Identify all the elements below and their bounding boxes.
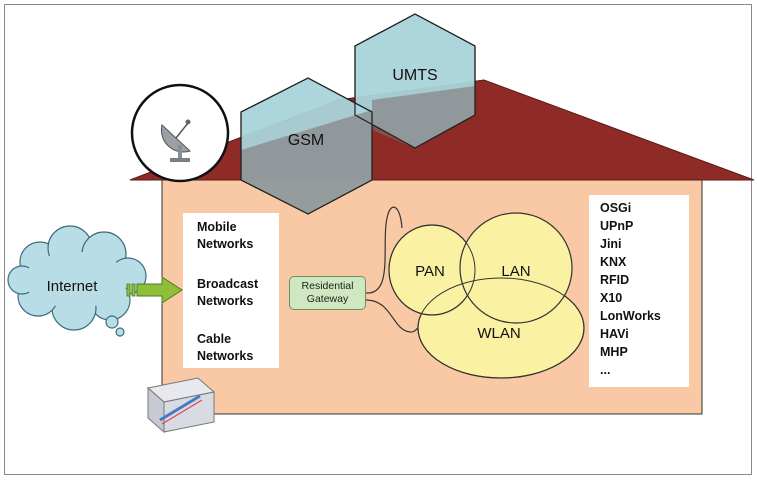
cable-socket-icon bbox=[146, 377, 216, 434]
umts-cell-outline bbox=[354, 13, 476, 149]
pan-outline bbox=[388, 224, 476, 316]
access-network-line: Broadcast bbox=[197, 277, 259, 291]
gateway-line: Gateway bbox=[306, 293, 349, 305]
middleware-item: RFID bbox=[600, 273, 630, 287]
umts-roof-overlap bbox=[372, 86, 475, 148]
umts-label: UMTS bbox=[392, 67, 437, 84]
pan-label: PAN bbox=[415, 263, 445, 280]
middleware-item: Jini bbox=[600, 237, 622, 251]
access-network-broadcast: Broadcast Networks bbox=[197, 276, 258, 310]
middleware-item: ... bbox=[600, 363, 611, 377]
arrow-right-icon bbox=[126, 276, 183, 304]
access-network-line: Networks bbox=[197, 237, 254, 251]
access-network-mobile: Mobile Networks bbox=[197, 219, 253, 253]
access-network-cable: Cable Networks bbox=[197, 331, 253, 365]
access-networks-panel: Mobile Networks Broadcast Networks Cable… bbox=[183, 213, 279, 368]
middleware-item: LonWorks bbox=[600, 309, 661, 323]
middleware-item: HAVi bbox=[600, 327, 629, 341]
middleware-item: KNX bbox=[600, 255, 627, 269]
lan-ellipse bbox=[459, 212, 573, 324]
access-network-line: Networks bbox=[197, 349, 254, 363]
middleware-item: UPnP bbox=[600, 219, 634, 233]
access-network-line: Cable bbox=[197, 332, 232, 346]
access-network-line: Networks bbox=[197, 294, 254, 308]
wlan-outline bbox=[417, 277, 585, 379]
residential-gateway-box: Residential Gateway bbox=[289, 276, 366, 310]
wlan-label: WLAN bbox=[477, 325, 520, 342]
middleware-item: OSGi bbox=[600, 201, 632, 215]
internet-label: Internet bbox=[47, 278, 99, 295]
lan-label: LAN bbox=[501, 263, 530, 280]
satellite-dish-icon bbox=[160, 119, 191, 162]
middleware-item: MHP bbox=[600, 345, 628, 359]
gsm-roof-overlap bbox=[241, 110, 372, 214]
gsm-cell-outline bbox=[240, 77, 373, 215]
middleware-item: X10 bbox=[600, 291, 623, 305]
access-network-line: Mobile bbox=[197, 220, 237, 234]
internet-cloud bbox=[7, 225, 147, 337]
figure-frame bbox=[4, 4, 752, 475]
pan-link-curve bbox=[365, 206, 403, 294]
middleware-list-panel: OSGi UPnP Jini KNX RFID X10 LonWorks HAV… bbox=[589, 195, 689, 387]
gsm-label: GSM bbox=[288, 132, 324, 149]
gateway-line: Residential bbox=[301, 280, 354, 292]
